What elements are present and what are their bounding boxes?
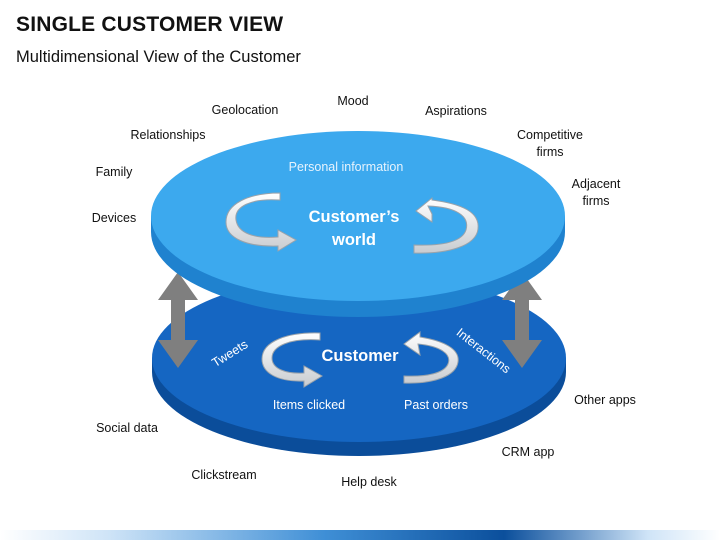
label-competitive-firms-line2: firms: [536, 145, 563, 159]
label-adjacent-firms-line1: Adjacent: [572, 177, 621, 191]
label-help-desk: Help desk: [341, 475, 397, 489]
page-subtitle: Multidimensional View of the Customer: [16, 48, 301, 66]
right-double-arrow: [502, 272, 542, 368]
label-competitive-firms-line1: Competitive: [517, 128, 583, 142]
label-aspirations: Aspirations: [425, 104, 487, 118]
top-left-curved-arrow: [225, 192, 297, 252]
label-other-apps: Other apps: [574, 393, 636, 407]
label-relationships: Relationships: [130, 128, 205, 142]
label-mood: Mood: [337, 94, 368, 108]
label-family: Family: [96, 165, 134, 179]
label-geolocation: Geolocation: [212, 103, 279, 117]
bottom-disc-past-orders: Past orders: [404, 398, 468, 412]
bottom-disc-items-clicked: Items clicked: [273, 398, 345, 412]
label-clickstream: Clickstream: [191, 468, 256, 482]
footer-accent-bar: [0, 530, 720, 540]
label-crm-app: CRM app: [502, 445, 555, 459]
top-disc-center-label-line1: Customer’s: [309, 208, 400, 226]
bottom-disc: [152, 274, 566, 456]
top-right-curved-arrow: [413, 196, 479, 254]
bottom-left-curved-arrow: [261, 332, 323, 388]
bottom-disc-face: [152, 274, 566, 442]
top-disc-center-label-line2: world: [331, 231, 376, 249]
label-devices: Devices: [92, 211, 136, 225]
bottom-right-curved-arrow: [403, 331, 459, 384]
top-disc-heading: Personal information: [289, 160, 404, 174]
page-title: SINGLE CUSTOMER VIEW: [16, 13, 284, 36]
left-double-arrow: [158, 272, 198, 368]
bottom-disc-center-label: Customer: [321, 347, 399, 365]
top-disc-face: [151, 131, 565, 301]
label-social-data: Social data: [96, 421, 158, 435]
label-adjacent-firms-line2: firms: [582, 194, 609, 208]
